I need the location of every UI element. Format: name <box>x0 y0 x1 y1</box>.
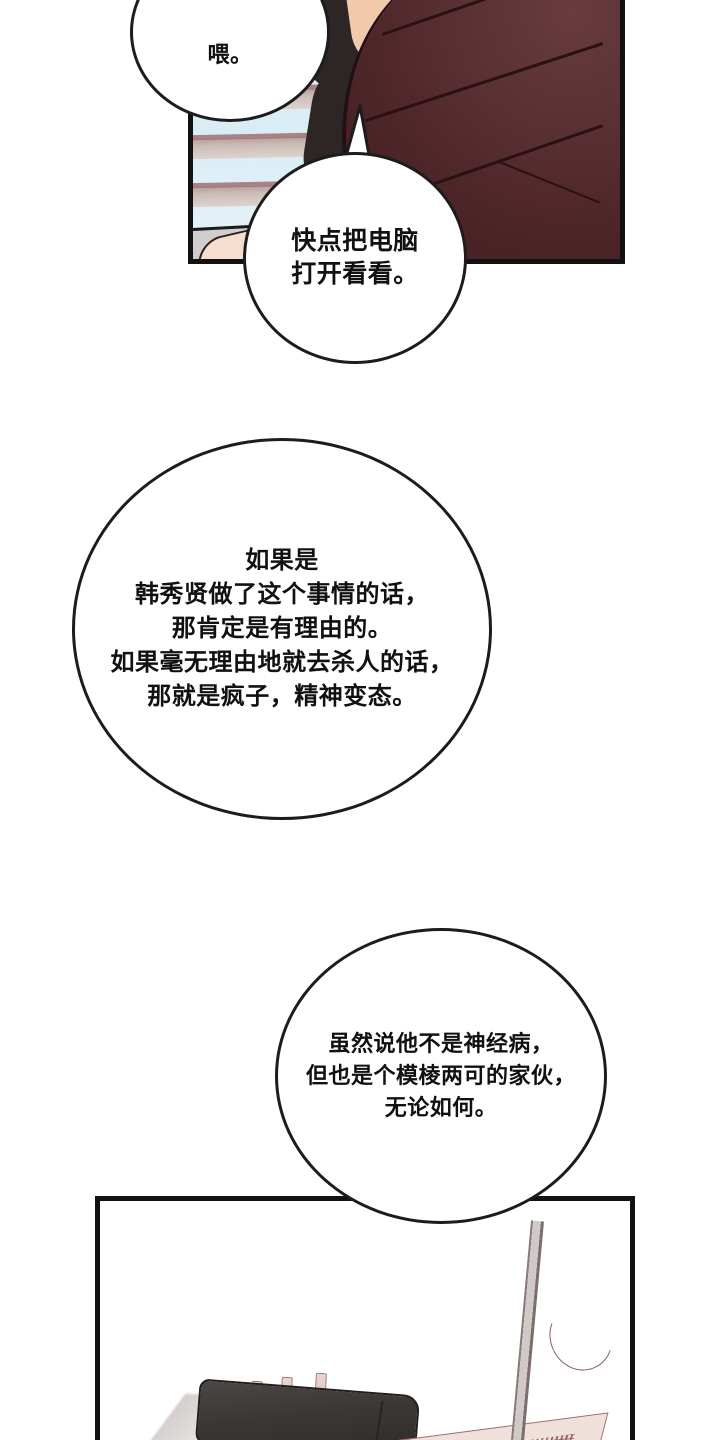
thought-bubble-weirdo: 虽然说他不是神经病， 但也是个模棱两可的家伙， 无论如何。 <box>275 928 607 1224</box>
speech-bubble-open-computer: 快点把电脑 打开看看。 <box>243 152 467 364</box>
speech-bubble-hey-text: 喂。 <box>207 42 253 68</box>
thought-bubble-reason-text: 如果是 韩秀贤做了这个事情的话， 那肯定是有理由的。 如果毫无理由地就去杀人的话… <box>110 546 454 711</box>
laptop-edge <box>509 1220 544 1440</box>
pencil-case <box>194 1378 421 1440</box>
desk-curve-line <box>538 1293 624 1381</box>
speech-bubble-open-computer-text: 快点把电脑 打开看看。 <box>291 226 419 289</box>
thought-bubble-weirdo-text: 虽然说他不是神经病， 但也是个模棱两可的家伙， 无论如何。 <box>305 1031 576 1120</box>
thought-bubble-reason: 如果是 韩秀贤做了这个事情的话， 那肯定是有理由的。 如果毫无理由地就去杀人的话… <box>72 438 492 820</box>
panel-desk-scene <box>95 1196 635 1440</box>
